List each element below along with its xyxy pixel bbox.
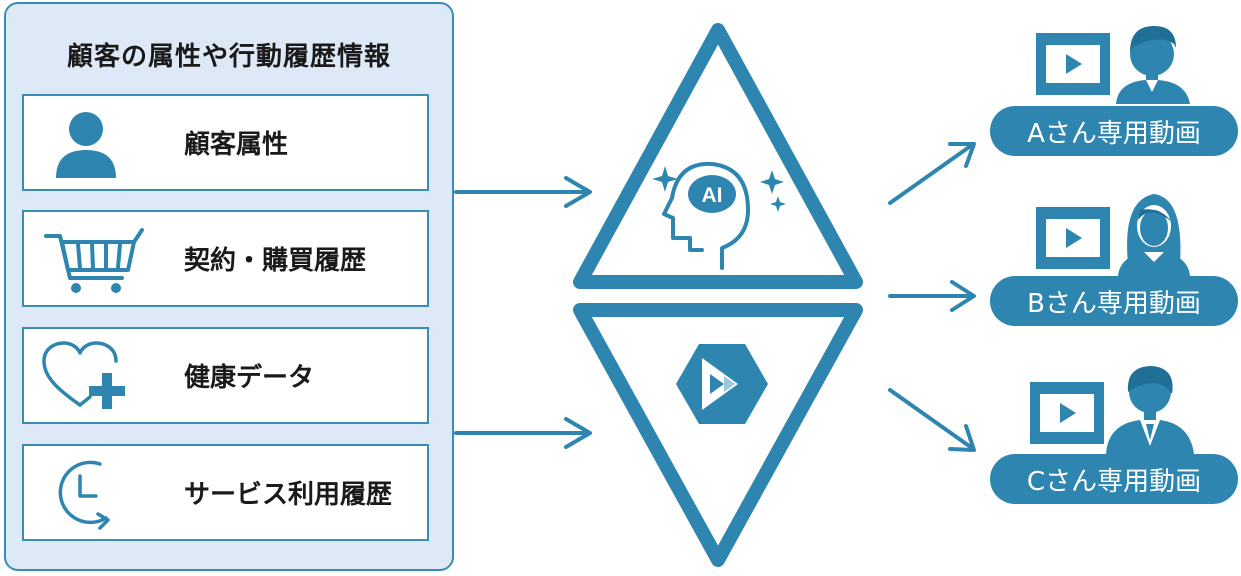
clock-icon [58, 460, 110, 530]
card-label: 契約・購買履歴 [184, 246, 367, 276]
arrow-output-b [888, 280, 976, 312]
card-label: サービス利用履歴 [184, 480, 393, 510]
panel-title: 顧客の属性や行動履歴情報 [66, 42, 391, 72]
output-label-b: Bさん専用動画 [990, 276, 1238, 326]
card-label: 顧客属性 [184, 130, 289, 160]
woman-avatar-icon [1118, 194, 1190, 276]
person-icon [56, 112, 116, 178]
video-icon [1036, 207, 1110, 269]
ai-triangle [573, 23, 863, 289]
card-health-data: 健康データ [22, 327, 429, 424]
businesswoman-avatar-icon [1106, 366, 1194, 454]
sparkle-icon [652, 166, 678, 192]
ai-badge: AI [702, 184, 723, 207]
card-purchase-history: 契約・購買履歴 [22, 210, 429, 307]
ai-brain-icon: AI [652, 161, 786, 270]
arrow-output-a [888, 142, 976, 205]
video-engine-icon [676, 344, 768, 424]
card-customer-attributes: 顧客属性 [22, 94, 429, 191]
sparkle-icon [770, 196, 786, 212]
output-label-a: Aさん専用動画 [990, 106, 1238, 156]
arrow-input-top [454, 176, 592, 208]
heart-plus-icon [42, 341, 125, 409]
arrow-input-bottom [454, 417, 592, 449]
shopping-cart-icon [44, 228, 144, 293]
video-engine-triangle [573, 303, 863, 567]
video-icon [1030, 382, 1104, 444]
man-avatar-icon [1116, 26, 1190, 104]
card-service-usage: サービス利用履歴 [22, 444, 429, 541]
sparkle-icon [760, 170, 784, 194]
arrow-output-c [888, 388, 976, 452]
card-label: 健康データ [184, 363, 315, 393]
output-label-c: Cさん専用動画 [990, 454, 1238, 504]
video-icon [1036, 33, 1110, 95]
